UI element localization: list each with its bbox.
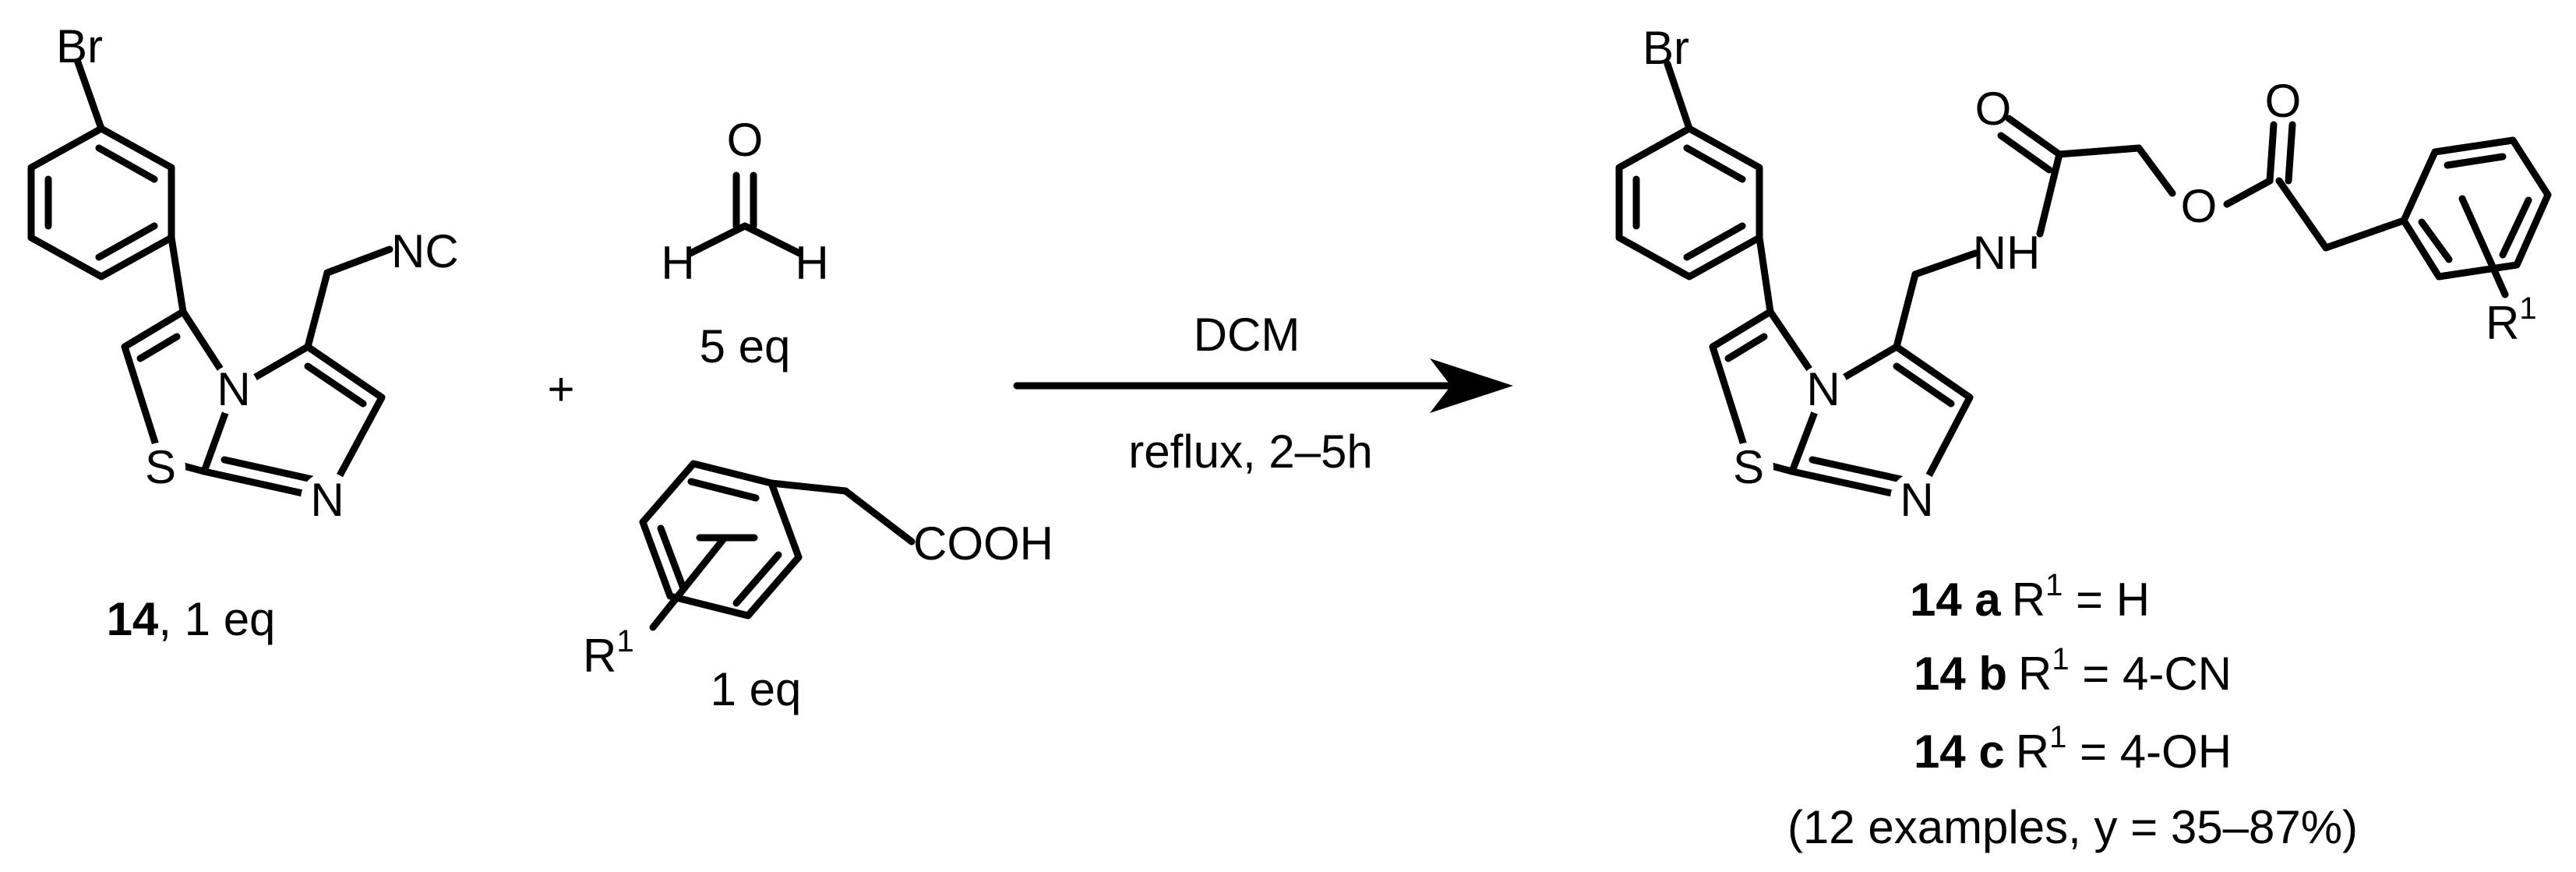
- product-substituent-r1-label: R1: [2486, 291, 2537, 349]
- atom-n-bridge-label: N: [217, 363, 250, 415]
- solvent-label: DCM: [1194, 309, 1300, 361]
- atom-s-label: S: [145, 441, 176, 493]
- atom-h-right-label: H: [795, 237, 828, 289]
- formaldehyde-structure: O H H 5 eq: [661, 114, 828, 372]
- product-structure: Br O O O NH N N S R1: [1615, 22, 2552, 526]
- product-atom-br-label: Br: [1643, 22, 1689, 74]
- product-atom-n-ring-label: N: [1900, 474, 1933, 526]
- examples-summary: (12 examples, y = 35–87%): [1787, 801, 2358, 853]
- product-atom-o-ester-label: O: [2181, 180, 2218, 232]
- atom-h-left-label: H: [661, 237, 694, 289]
- plus-sign: +: [547, 363, 574, 415]
- conditions-label: reflux, 2–5h: [1128, 425, 1373, 478]
- compound-14-label: 14, 1 eq: [107, 593, 276, 645]
- product-atom-s-label: S: [1733, 441, 1764, 493]
- atom-n-ring-label: N: [310, 474, 344, 526]
- acid-amount: 1 eq: [711, 663, 802, 715]
- atom-nc-label: NC: [391, 225, 459, 277]
- reactant-isocyanide-structure: Br NC N N S 14, 1 eq: [27, 20, 459, 645]
- product-atom-o-amide-label: O: [1975, 83, 2012, 135]
- product-atom-n-bridge-label: N: [1806, 363, 1840, 415]
- phenylacetic-acid-structure: COOH R1 1 eq: [583, 460, 1053, 715]
- formaldehyde-amount: 5 eq: [700, 320, 791, 372]
- atom-br-label: Br: [56, 20, 103, 72]
- product-atom-nh-label: NH: [1973, 227, 2041, 279]
- product-atom-o-carbonyl-label: O: [2265, 75, 2302, 127]
- substituent-r1-label: R1: [583, 624, 634, 682]
- reaction-arrow: DCM reflux, 2–5h: [1013, 309, 1513, 478]
- atom-o-label: O: [727, 114, 764, 166]
- atom-cooh-label: COOH: [913, 517, 1053, 570]
